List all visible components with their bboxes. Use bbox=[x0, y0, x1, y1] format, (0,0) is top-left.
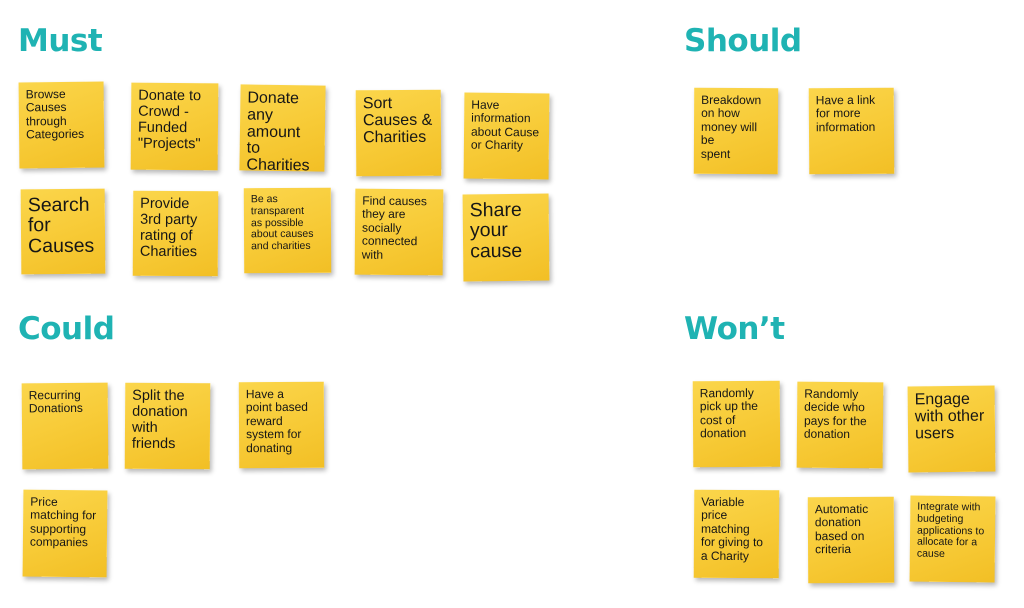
note-text: Share your cause bbox=[469, 198, 523, 263]
note-text: Integrate with budgeting applications to… bbox=[916, 500, 985, 560]
sticky-note: Be as transparent as possible about caus… bbox=[243, 187, 332, 274]
sticky-note: Price matching for supporting companies bbox=[22, 489, 108, 578]
sticky-note: Have information about Cause or Charity bbox=[463, 92, 550, 180]
sticky-note: Automatic donation based on criteria bbox=[807, 496, 895, 584]
sticky-note: Find causes they are socially connected … bbox=[354, 188, 444, 276]
sticky-note: Have a point based reward system for don… bbox=[238, 381, 325, 469]
note-text: Have a point based reward system for don… bbox=[245, 386, 309, 455]
sticky-note: Randomly pick up the cost of donation bbox=[692, 380, 781, 468]
note-text: Have a link for more information bbox=[815, 92, 876, 135]
sticky-note: Donate to Crowd - Funded "Projects" bbox=[130, 82, 219, 171]
sticky-note: Have a link for more information bbox=[808, 87, 895, 175]
sticky-note: Recurring Donations bbox=[21, 382, 109, 470]
note-text: Donate any amount to Charities bbox=[246, 89, 310, 172]
note-text: Find causes they are socially connected … bbox=[361, 193, 428, 262]
note-text: Variable price matching for giving to a … bbox=[700, 494, 764, 563]
note-text: Price matching for supporting companies bbox=[29, 494, 97, 550]
must-heading: Must bbox=[18, 23, 103, 59]
should-heading: Should bbox=[684, 23, 802, 59]
sticky-note: Browse Causes through Categories bbox=[18, 81, 105, 169]
note-text: Randomly decide who pays for the donatio… bbox=[803, 386, 867, 442]
note-text: Have information about Cause or Charity bbox=[470, 97, 540, 153]
wont-heading: Won’t bbox=[684, 311, 785, 347]
sticky-note: Engage with other users bbox=[907, 385, 996, 473]
note-text: Split the donation with friends bbox=[131, 387, 188, 452]
note-text: Recurring Donations bbox=[28, 387, 83, 416]
sticky-note: Breakdown on how money will be spent bbox=[693, 87, 779, 175]
note-text: Search for Causes bbox=[27, 193, 95, 258]
sticky-note: Sort Causes & Charities bbox=[355, 89, 442, 177]
sticky-note: Search for Causes bbox=[20, 188, 106, 275]
sticky-note: Integrate with budgeting applications to… bbox=[909, 495, 996, 583]
note-text: Be as transparent as possible about caus… bbox=[250, 193, 314, 253]
note-text: Breakdown on how money will be spent bbox=[700, 92, 762, 161]
sticky-note: Randomly decide who pays for the donatio… bbox=[796, 381, 884, 469]
sticky-note: Variable price matching for giving to a … bbox=[693, 489, 780, 579]
sticky-note: Split the donation with friends bbox=[124, 382, 211, 470]
sticky-note: Donate any amount to Charities bbox=[239, 84, 326, 172]
note-text: Engage with other users bbox=[914, 390, 985, 442]
could-heading: Could bbox=[18, 311, 115, 347]
sticky-note: Provide 3rd party rating of Charities bbox=[132, 190, 219, 277]
note-text: Provide 3rd party rating of Charities bbox=[139, 195, 198, 260]
note-text: Randomly pick up the cost of donation bbox=[699, 385, 758, 441]
note-text: Sort Causes & Charities bbox=[362, 95, 433, 146]
sticky-note: Share your cause bbox=[462, 193, 550, 282]
note-text: Browse Causes through Categories bbox=[25, 86, 85, 142]
note-text: Donate to Crowd - Funded "Projects" bbox=[137, 87, 202, 153]
note-text: Automatic donation based on criteria bbox=[814, 501, 869, 557]
